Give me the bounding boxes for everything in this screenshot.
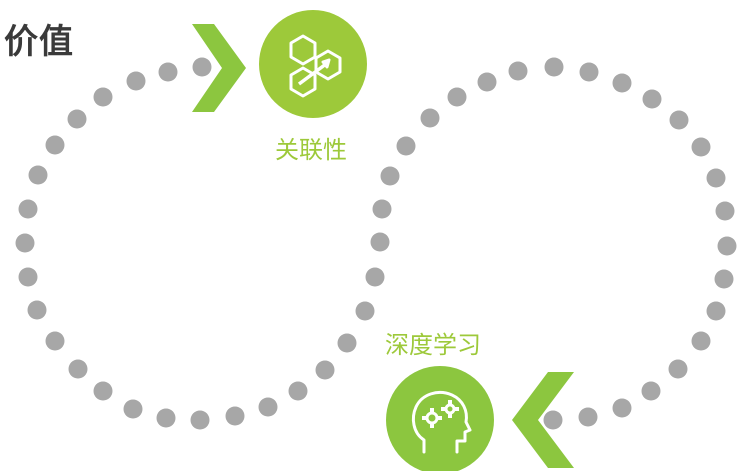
gear-teeth bbox=[422, 400, 459, 428]
loop-dot bbox=[156, 408, 176, 428]
loop-dot bbox=[420, 108, 440, 128]
loop-dot bbox=[93, 381, 113, 401]
loop-dot bbox=[126, 71, 146, 91]
loop-dot bbox=[612, 398, 632, 418]
loop-dot bbox=[27, 300, 47, 320]
loop-dot bbox=[691, 331, 711, 351]
loop-dot bbox=[192, 57, 212, 77]
loop-dot bbox=[370, 232, 390, 252]
loop-dot bbox=[447, 87, 467, 107]
head-gears-icon bbox=[411, 391, 472, 454]
loop-dot bbox=[669, 110, 689, 130]
loop-dot bbox=[380, 166, 400, 186]
loop-dot bbox=[67, 109, 87, 129]
loop-dot bbox=[365, 267, 385, 287]
loop-dot bbox=[706, 168, 726, 188]
loop-dot bbox=[612, 73, 632, 93]
loop-dot bbox=[45, 331, 65, 351]
loop-dot bbox=[706, 301, 726, 321]
loop-dot bbox=[28, 165, 48, 185]
hexagon-network-icon bbox=[289, 34, 342, 98]
loop-dot bbox=[641, 381, 661, 401]
loop-dot bbox=[579, 62, 599, 82]
chevron-right-arrow bbox=[192, 24, 246, 112]
loop-dot bbox=[396, 136, 416, 156]
loop-dot bbox=[315, 360, 335, 380]
loop-dot bbox=[691, 137, 711, 157]
loop-dot bbox=[642, 89, 662, 109]
page-title: 价值 bbox=[4, 22, 74, 62]
loop-dot bbox=[123, 399, 143, 419]
loop-dot bbox=[45, 135, 65, 155]
loop-dot bbox=[225, 406, 245, 426]
relevance-node bbox=[259, 10, 367, 118]
loop-dot bbox=[544, 57, 564, 77]
loop-dot bbox=[715, 201, 735, 221]
loop-dot bbox=[258, 397, 278, 417]
loop-dot bbox=[158, 62, 178, 82]
loop-dot bbox=[578, 407, 598, 427]
deep-learning-node bbox=[386, 366, 494, 471]
loop-dot bbox=[714, 269, 734, 289]
loop-dot bbox=[288, 381, 308, 401]
loop-dot bbox=[337, 333, 357, 353]
loop-dot bbox=[68, 359, 88, 379]
loop-dot bbox=[190, 410, 210, 430]
left-dotted-loop bbox=[15, 57, 385, 430]
loop-dot bbox=[15, 233, 35, 253]
deep-learning-label: 深度学习 bbox=[385, 331, 481, 359]
loop-dot bbox=[18, 199, 38, 219]
right-dotted-loop bbox=[370, 57, 737, 430]
loop-dot bbox=[355, 301, 375, 321]
loop-dot bbox=[668, 359, 688, 379]
loop-dot bbox=[508, 61, 528, 81]
loop-dot bbox=[18, 267, 38, 287]
loop-dot bbox=[372, 199, 392, 219]
loop-dot bbox=[93, 87, 113, 107]
loop-dot bbox=[543, 410, 563, 430]
chevron-left-arrow bbox=[512, 372, 574, 468]
loop-dot bbox=[477, 72, 497, 92]
relevance-label: 关联性 bbox=[275, 136, 347, 164]
loop-dot bbox=[717, 236, 737, 256]
